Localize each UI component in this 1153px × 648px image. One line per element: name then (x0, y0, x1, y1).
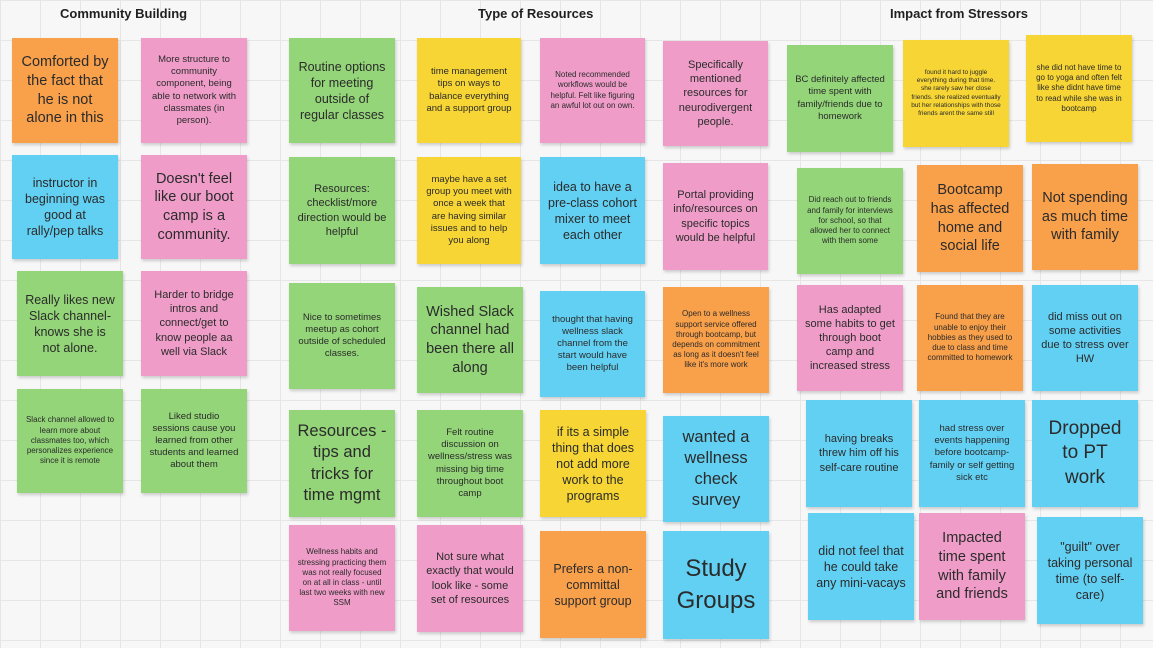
sticky-note[interactable]: Harder to bridge intros and connect/get … (141, 271, 247, 376)
heading-type-of-resources: Type of Resources (478, 6, 594, 21)
sticky-note[interactable]: Has adapted some habits to get through b… (797, 285, 903, 391)
sticky-note[interactable]: Wellness habits and stressing practicing… (289, 525, 395, 631)
sticky-note[interactable]: Liked studio sessions cause you learned … (141, 389, 247, 493)
sticky-note[interactable]: Dropped to PT work (1032, 400, 1138, 507)
sticky-note[interactable]: thought that having wellness slack chann… (540, 291, 645, 397)
sticky-note[interactable]: BC definitely affected time spent with f… (787, 45, 893, 152)
sticky-note[interactable]: More structure to community component, b… (141, 38, 247, 143)
sticky-note[interactable]: Not sure what exactly that would look li… (417, 525, 523, 632)
sticky-note[interactable]: Resources - tips and tricks for time mgm… (289, 410, 395, 517)
sticky-note[interactable]: instructor in beginning was good at rall… (12, 155, 118, 259)
sticky-note[interactable]: Wished Slack channel had been there all … (417, 287, 523, 393)
sticky-note[interactable]: Not spending as much time with family (1032, 164, 1138, 270)
sticky-note[interactable]: if its a simple thing that does not add … (540, 410, 646, 517)
sticky-note[interactable]: had stress over events happening before … (919, 400, 1025, 507)
sticky-note[interactable]: did miss out on some activities due to s… (1032, 285, 1138, 391)
sticky-note[interactable]: Felt routine discussion on wellness/stre… (417, 410, 523, 517)
sticky-note[interactable]: maybe have a set group you meet with onc… (417, 157, 521, 264)
sticky-note[interactable]: Routine options for meeting outside of r… (289, 38, 395, 143)
sticky-note[interactable]: Nice to sometimes meetup as cohort outsi… (289, 283, 395, 389)
sticky-note[interactable]: Slack channel allowed to learn more abou… (17, 389, 123, 493)
sticky-note[interactable]: Specifically mentioned resources for neu… (663, 41, 768, 146)
sticky-note[interactable]: found it hard to juggle everything durin… (903, 40, 1009, 147)
sticky-note[interactable]: she did not have time to go to yoga and … (1026, 35, 1132, 142)
sticky-note[interactable]: Did reach out to friends and family for … (797, 168, 903, 274)
sticky-note[interactable]: idea to have a pre-class cohort mixer to… (540, 157, 645, 264)
sticky-note[interactable]: Open to a wellness support service offer… (663, 287, 769, 393)
sticky-note[interactable]: Found that they are unable to enjoy thei… (917, 285, 1023, 391)
sticky-note[interactable]: Portal providing info/resources on speci… (663, 163, 768, 270)
sticky-note[interactable]: Really likes new Slack channel-knows she… (17, 271, 123, 376)
heading-community-building: Community Building (60, 6, 188, 21)
sticky-note[interactable]: time management tips on ways to balance … (417, 38, 521, 143)
sticky-note[interactable]: "guilt" over taking personal time (to se… (1037, 517, 1143, 624)
sticky-note[interactable]: Study Groups (663, 531, 769, 639)
sticky-note[interactable]: Resources: checklist/more direction woul… (289, 157, 395, 264)
sticky-note[interactable]: Comforted by the fact that he is not alo… (12, 38, 118, 143)
sticky-note[interactable]: did not feel that he could take any mini… (808, 513, 914, 620)
sticky-note[interactable]: having breaks threw him off his self-car… (806, 400, 912, 507)
sticky-note[interactable]: Noted recommended workflows would be hel… (540, 38, 645, 143)
sticky-note[interactable]: Prefers a non-committal support group (540, 531, 646, 638)
sticky-note[interactable]: Impacted time spent with family and frie… (919, 513, 1025, 620)
sticky-note[interactable]: wanted a wellness check survey (663, 416, 769, 522)
sticky-note[interactable]: Bootcamp has affected home and social li… (917, 165, 1023, 272)
sticky-note[interactable]: Doesn't feel like our boot camp is a com… (141, 155, 247, 259)
heading-impact-from-stressors: Impact from Stressors (890, 6, 1028, 21)
